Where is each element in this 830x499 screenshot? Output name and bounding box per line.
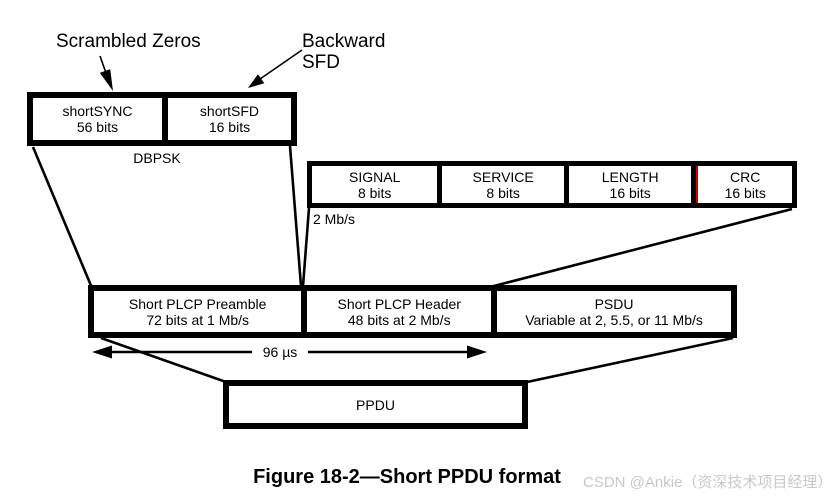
short-plcp-header-cell: Short PLCP Header 48 bits at 2 Mb/s [307,291,498,332]
psdu-name: PSDU [594,295,634,312]
watermark-text: CSDN @Ankie（资深技术项目经理） [583,474,830,491]
frame-row-box: Short PLCP Preamble 72 bits at 1 Mb/s Sh… [88,285,737,338]
psdu-cell: PSDU Variable at 2, 5.5, or 11 Mb/s [497,291,731,332]
dbpsk-label: DBPSK [133,150,181,166]
signal-size: 8 bits [357,184,392,201]
sync-row-box: shortSYNC 56 bits shortSFD 16 bits [27,92,297,146]
sync-left-expansion-line [31,146,94,289]
backward-sfd-arrowhead-icon [248,74,265,88]
header-right-expansion-line [489,207,793,289]
length-size: 16 bits [609,184,651,201]
frame-right-expansion-line [526,336,734,384]
service-size: 8 bits [486,184,520,201]
figure-caption: Figure 18-2—Short PPDU format [253,466,561,488]
duration-arrowhead-right-icon [467,345,487,359]
header-row-box: SIGNAL 8 bits SERVICE 8 bits LENGTH 16 b… [307,161,797,208]
short-sync-cell: shortSYNC 56 bits [33,98,168,140]
backward-sfd-arrow-line [259,49,303,80]
signal-name: SIGNAL [349,168,401,185]
header-rate-label: 2 Mb/s [313,211,356,227]
short-sync-size: 56 bits [76,119,119,135]
short-sync-name: shortSYNC [62,103,133,119]
ppdu-label: PPDU [356,396,395,413]
scrambled-zeros-arrow-line [99,55,107,74]
header-left-expansion-line [301,207,311,287]
short-sfd-name: shortSFD [199,103,260,119]
short-plcp-preamble-cell: Short PLCP Preamble 72 bits at 1 Mb/s [94,291,308,332]
sync-right-expansion-line [288,145,303,287]
scrambled-zeros-label: Scrambled Zeros [56,31,201,52]
duration-arrowhead-left-icon [92,345,112,359]
ppdu-cell: PPDU [229,386,522,423]
plcp-header-size: 48 bits at 2 Mb/s [347,311,451,328]
preamble-name: Short PLCP Preamble [128,295,267,312]
backward-sfd-label: Backward SFD [302,31,386,73]
ppdu-box: PPDU [223,380,528,429]
crc-name: CRC [730,168,761,185]
frame-left-expansion-line [100,336,227,384]
short-sfd-cell: shortSFD 16 bits [167,98,291,140]
scrambled-zeros-arrowhead-icon [99,69,113,91]
short-sfd-size: 16 bits [208,119,251,135]
length-name: LENGTH [601,168,659,185]
length-cell: LENGTH 16 bits [568,166,697,203]
service-cell: SERVICE 8 bits [442,166,569,203]
psdu-size: Variable at 2, 5.5, or 11 Mb/s [525,311,703,328]
crc-cell: CRC 16 bits [696,166,792,203]
preamble-size: 72 bits at 1 Mb/s [146,311,250,328]
preamble-duration-label: 96 µs [252,344,308,360]
plcp-header-name: Short PLCP Header [337,295,461,312]
signal-cell: SIGNAL 8 bits [312,166,443,203]
crc-size: 16 bits [724,184,766,201]
service-name: SERVICE [472,168,534,185]
